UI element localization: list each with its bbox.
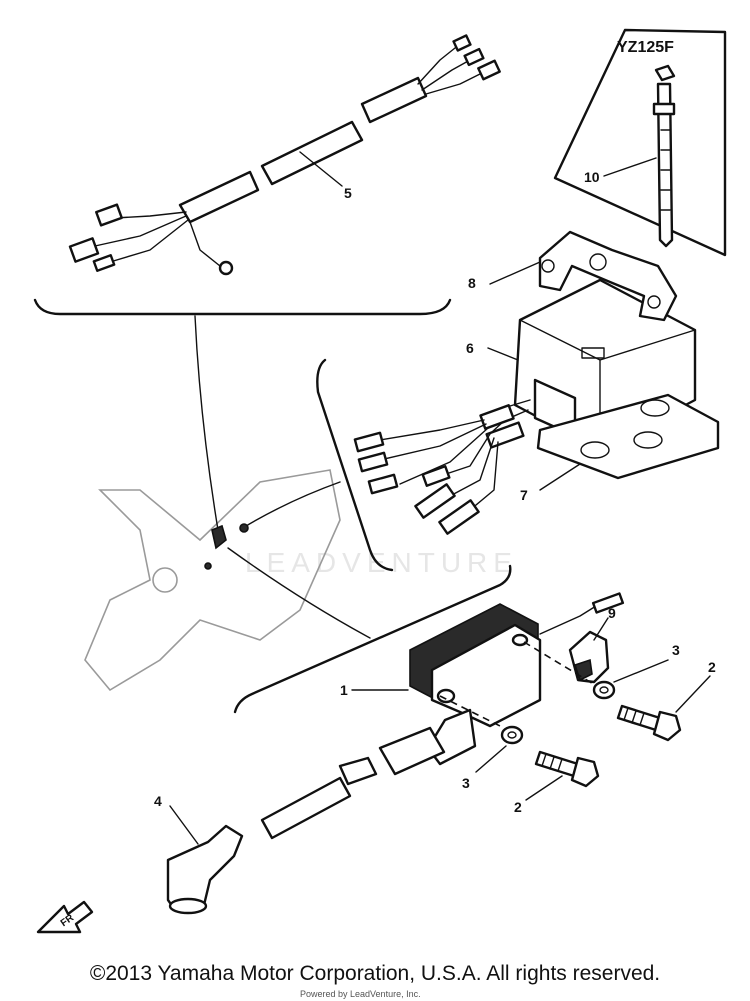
part-7-base-plate[interactable] (536, 393, 720, 480)
callout-8: 8 (468, 275, 476, 291)
callout-5: 5 (344, 185, 352, 201)
leader-coil (227, 547, 371, 639)
part-9-holder[interactable] (568, 630, 610, 684)
copyright-notice: ©2013 Yamaha Motor Corporation, U.S.A. A… (89, 962, 661, 985)
mount-point (211, 524, 227, 550)
callout-2-upper: 2 (708, 659, 716, 675)
coil-bracket (233, 564, 512, 714)
leader-harness (194, 315, 219, 531)
callout-7: 7 (520, 487, 528, 503)
callout-3-upper: 3 (672, 642, 680, 658)
part-8-bracket[interactable] (538, 230, 678, 322)
inset-model-label: YZ125F (617, 39, 674, 56)
high-tension-lead (260, 756, 378, 840)
callout-9: 9 (608, 605, 616, 621)
part-1-ignition-coil[interactable] (378, 592, 625, 776)
callout-6: 6 (466, 340, 474, 356)
inset-yz125f: YZ125F 10 (553, 28, 727, 257)
part-2-bolt-upper[interactable] (616, 704, 682, 742)
part-4-plug-cap[interactable] (166, 824, 244, 915)
motorcycle-silhouette (84, 469, 341, 692)
part-5-wire-harness[interactable] (68, 34, 501, 276)
callout-3-lower: 3 (462, 775, 470, 791)
callout-4: 4 (154, 793, 162, 809)
callout-10: 10 (584, 169, 600, 185)
part-2-bolt-lower[interactable] (534, 750, 600, 788)
leader-cdi (245, 481, 341, 527)
assembly-line-upper (523, 641, 601, 689)
powered-by-notice: Powered by LeadVenture, Inc. (300, 989, 421, 999)
callout-1: 1 (340, 682, 348, 698)
part-10-cable-tie[interactable] (652, 64, 676, 248)
part-3-washer-lower[interactable] (500, 725, 524, 745)
part-3-washer-upper[interactable] (592, 680, 616, 700)
watermark-text: LEADVENTURE (245, 547, 518, 578)
cdi-bracket (316, 358, 394, 572)
harness-bracket (33, 298, 452, 316)
front-arrow-icon: FR (36, 900, 94, 934)
callout-2-lower: 2 (514, 799, 522, 815)
